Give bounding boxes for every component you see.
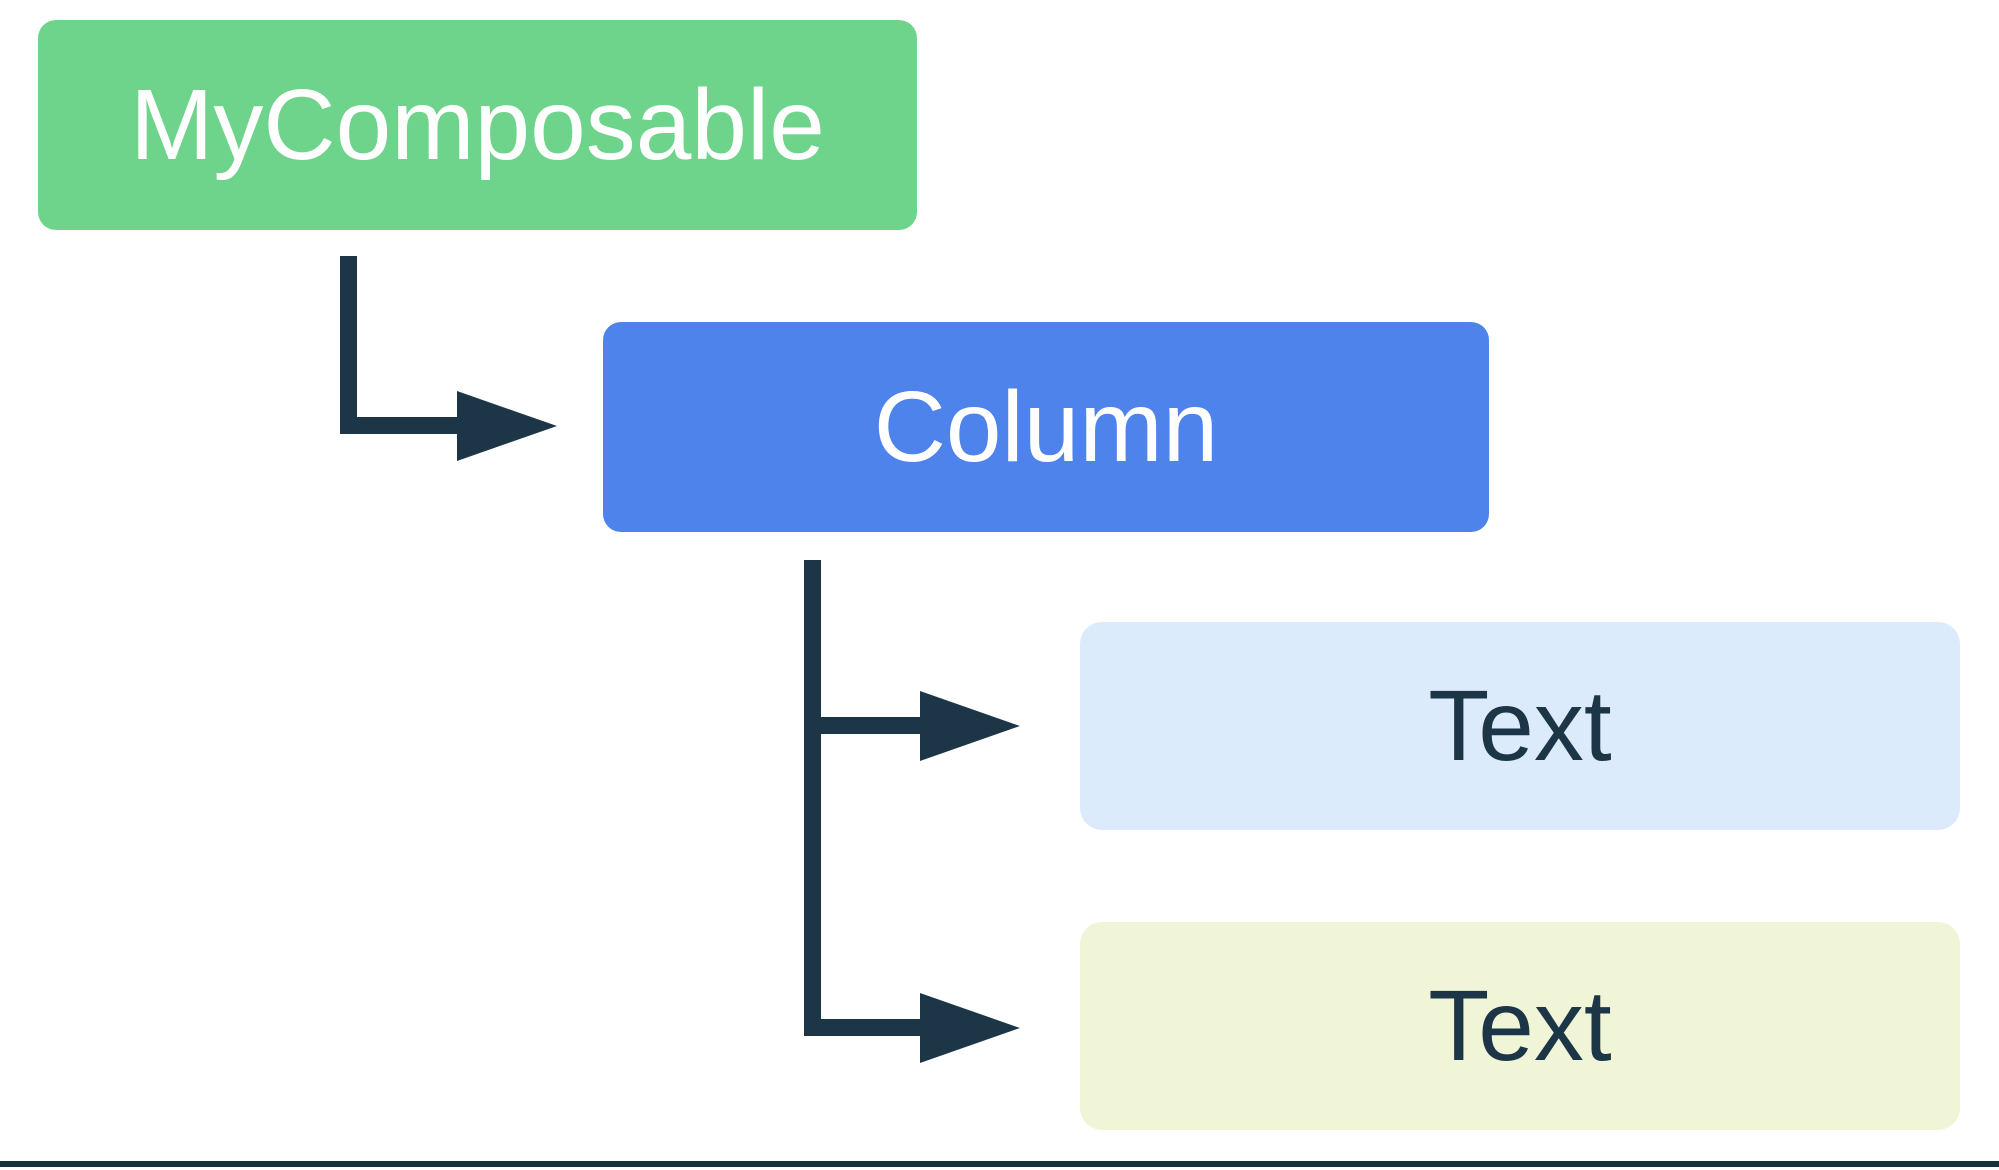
- arrowhead-icon: [920, 691, 1020, 761]
- node-mycomposable: MyComposable: [38, 20, 917, 230]
- arrowhead-icon: [457, 391, 557, 461]
- node-column: Column: [603, 322, 1489, 532]
- arrow-trunk: [804, 560, 821, 1036]
- node-text-first: Text: [1080, 622, 1960, 830]
- node-label: Text: [1428, 669, 1612, 782]
- arrow-branch-lower: [804, 1019, 920, 1036]
- node-label: Text: [1428, 969, 1612, 1082]
- arrow-branch-upper: [804, 717, 920, 734]
- node-label: MyComposable: [130, 68, 825, 181]
- node-label: Column: [873, 370, 1219, 483]
- bottom-border: [0, 1161, 1999, 1167]
- arrow-elbow: [340, 417, 457, 434]
- arrowhead-icon: [920, 993, 1020, 1063]
- node-text-second: Text: [1080, 922, 1960, 1130]
- arrow-stem: [340, 256, 357, 434]
